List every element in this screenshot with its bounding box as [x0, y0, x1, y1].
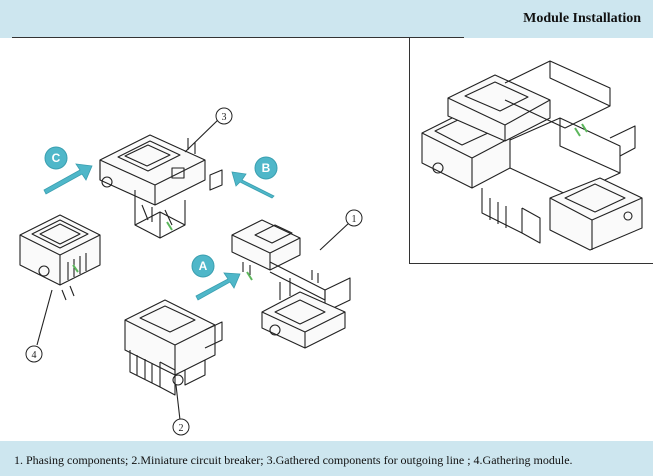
- leader-line-4: [36, 289, 53, 346]
- component-gathering-module: [19, 214, 101, 301]
- legend-caption: 1. Phasing components; 2.Miniature circu…: [14, 453, 573, 467]
- leader-line-3: [184, 117, 221, 153]
- callout-2: [172, 418, 190, 436]
- leader-line-2: [175, 384, 181, 421]
- component-miniature-circuit-breaker: [124, 299, 223, 396]
- callout-label-2: 2: [179, 423, 184, 434]
- footer-band: 1. Phasing components; 2.Miniature circu…: [0, 441, 653, 476]
- arrow-label-b: B: [262, 161, 271, 175]
- callout-3: [215, 107, 233, 125]
- assembled-module-inset: [409, 38, 653, 264]
- assembled-module-drawing: [421, 60, 643, 251]
- arrow-a: A: [191, 254, 241, 301]
- component-gathered-outgoing: [99, 134, 223, 239]
- callout-4: [25, 345, 43, 363]
- arrow-b: B: [231, 156, 278, 199]
- callout-label-4: 4: [32, 350, 37, 361]
- component-phasing: [231, 219, 351, 349]
- callout-label-1: 1: [352, 214, 357, 225]
- arrow-c: C: [43, 146, 93, 195]
- page-title: Module Installation: [523, 11, 641, 26]
- leader-line-1: [319, 221, 351, 251]
- callout-1: [345, 209, 363, 227]
- exploded-assembly-drawing: 3 1 4 2 C B A: [19, 107, 363, 436]
- arrow-label-a: A: [199, 259, 208, 273]
- header-band: Module Installation: [0, 0, 653, 38]
- callout-label-3: 3: [222, 112, 227, 123]
- arrow-label-c: C: [52, 151, 61, 165]
- header-rule: [12, 37, 464, 38]
